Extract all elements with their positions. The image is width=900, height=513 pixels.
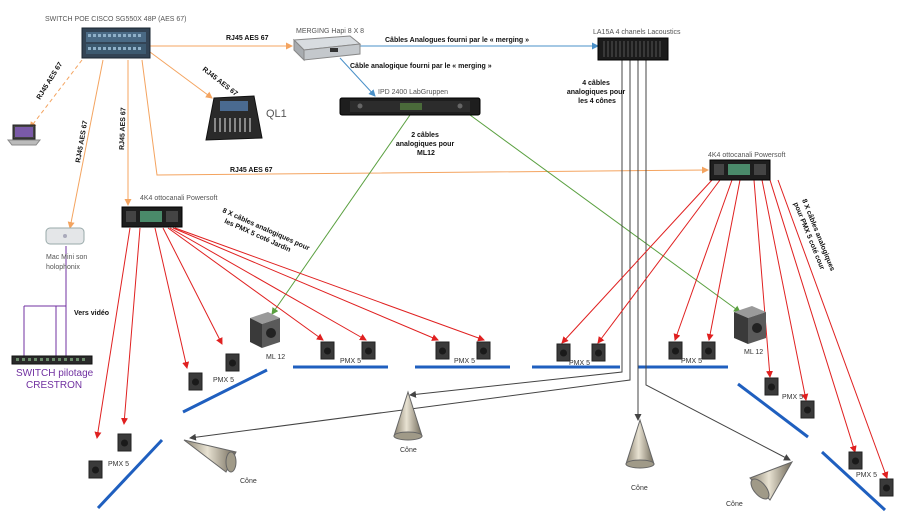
switch-poe-label: SWITCH POE CISCO SG550X 48P (AES 67): [45, 16, 186, 23]
pmx5-speaker: [800, 400, 815, 419]
merging-label: MERGING Hapi 8 X 8: [296, 28, 364, 35]
k4-right-label: 4K4 ottocanali Powersoft: [708, 152, 785, 159]
rj45-label-ql1: RJ45 AES 67: [201, 66, 239, 98]
mac-mini-label-2: holophonix: [46, 264, 80, 271]
ml12-cables-label: 2 câbles analogiques pour ML12: [396, 132, 456, 157]
cone-label: Cône: [240, 478, 257, 485]
pmx5-label: PMX 5: [782, 394, 803, 401]
laptop-icon: [6, 124, 42, 146]
stage-lines: [96, 365, 887, 512]
pmx5-label: PMX 5: [108, 461, 129, 468]
analog-merging-label-2: Câble analogique fourni par le « merging…: [350, 63, 492, 70]
la15-label: LA15A 4 chanels Lacoustics: [593, 29, 681, 36]
la15a-amp: [597, 37, 669, 61]
pmx5-speaker: [88, 460, 103, 479]
rj45-label-k4-left: RJ45 AES 67: [119, 107, 127, 150]
cone-speaker: [749, 461, 794, 501]
cone-label: Cône: [726, 501, 743, 508]
rj45-label-laptop: RJ45 AES 67: [36, 61, 65, 101]
pmx5-speaker: [591, 343, 606, 362]
pmx5-label: PMX 5: [213, 377, 234, 384]
pmx5-speaker: [879, 478, 894, 497]
powersoft-4k4-right: [709, 159, 771, 181]
rj45-label-merging: RJ45 AES 67: [226, 35, 269, 42]
merging-analog-links: [339, 42, 599, 97]
crestron-label-1: SWITCH pilotage: [16, 368, 94, 379]
cone-speaker: [625, 418, 655, 469]
mac-mini: [45, 227, 85, 245]
right-amp-speaker-links: [561, 179, 889, 479]
left-amp-speaker-links: [94, 227, 485, 439]
rj45-links: [29, 42, 709, 229]
ipd-analog-links: [271, 114, 741, 315]
merging-hapi: [292, 35, 362, 62]
pmx5-speaker: [435, 341, 450, 360]
cour-cables-label: 8 X câbles analogiques pour PMX 5 coté c…: [792, 198, 836, 277]
pmx5-speaker: [848, 451, 863, 470]
pmx5-speaker: [188, 372, 203, 391]
pmx5-label: PMX 5: [681, 358, 702, 365]
ml12-sub-right: [734, 306, 766, 344]
k4-left-label: 4K4 ottocanali Powersoft: [140, 195, 217, 202]
pmx5-speaker: [556, 343, 571, 362]
pmx5-speaker: [668, 341, 683, 360]
pmx5-speaker: [117, 433, 132, 452]
ql1-label: QL1: [266, 108, 287, 120]
ml12-left-label: ML 12: [266, 354, 285, 361]
rj45-label-k4-right: RJ45 AES 67: [230, 167, 273, 174]
pmx5-speaker: [320, 341, 335, 360]
cone-label: Cône: [400, 447, 417, 454]
ipd-label: IPD 2400 LabGruppen: [378, 89, 448, 96]
ql1-console: [205, 95, 263, 141]
ml12-sub-left: [250, 312, 280, 348]
pmx5-speaker: [701, 341, 716, 360]
ml12-right-label: ML 12: [744, 349, 763, 356]
crestron-switch: [11, 355, 93, 365]
analog-merging-label-1: Câbles Analogues fourni par le « merging…: [385, 37, 529, 44]
pmx5-label: PMX 5: [454, 358, 475, 365]
pmx5-label: PMX 5: [340, 358, 361, 365]
crestron-links: [23, 246, 67, 357]
la15-cone-links: [189, 60, 791, 461]
powersoft-4k4-left: [121, 206, 183, 228]
cisco-switch: [81, 27, 151, 59]
ipd-2400-amp: [339, 97, 481, 116]
cone-speaker: [183, 439, 237, 473]
cone-speaker: [393, 390, 423, 441]
pmx5-speaker: [361, 341, 376, 360]
pmx5-label: PMX 5: [569, 360, 590, 367]
pmx5-speaker: [225, 353, 240, 372]
crestron-label-2: CRESTRON: [26, 380, 82, 391]
cone-label: Cône: [631, 485, 648, 492]
pmx5-label: PMX 5: [856, 472, 877, 479]
vers-video-label: Vers vidéo: [74, 310, 109, 317]
la15-cables-label: 4 câbles analogiques pour les 4 cônes: [567, 80, 627, 105]
pmx5-speaker: [764, 377, 779, 396]
mac-mini-label-1: Mac Mini son: [46, 254, 87, 261]
pmx5-speaker: [476, 341, 491, 360]
